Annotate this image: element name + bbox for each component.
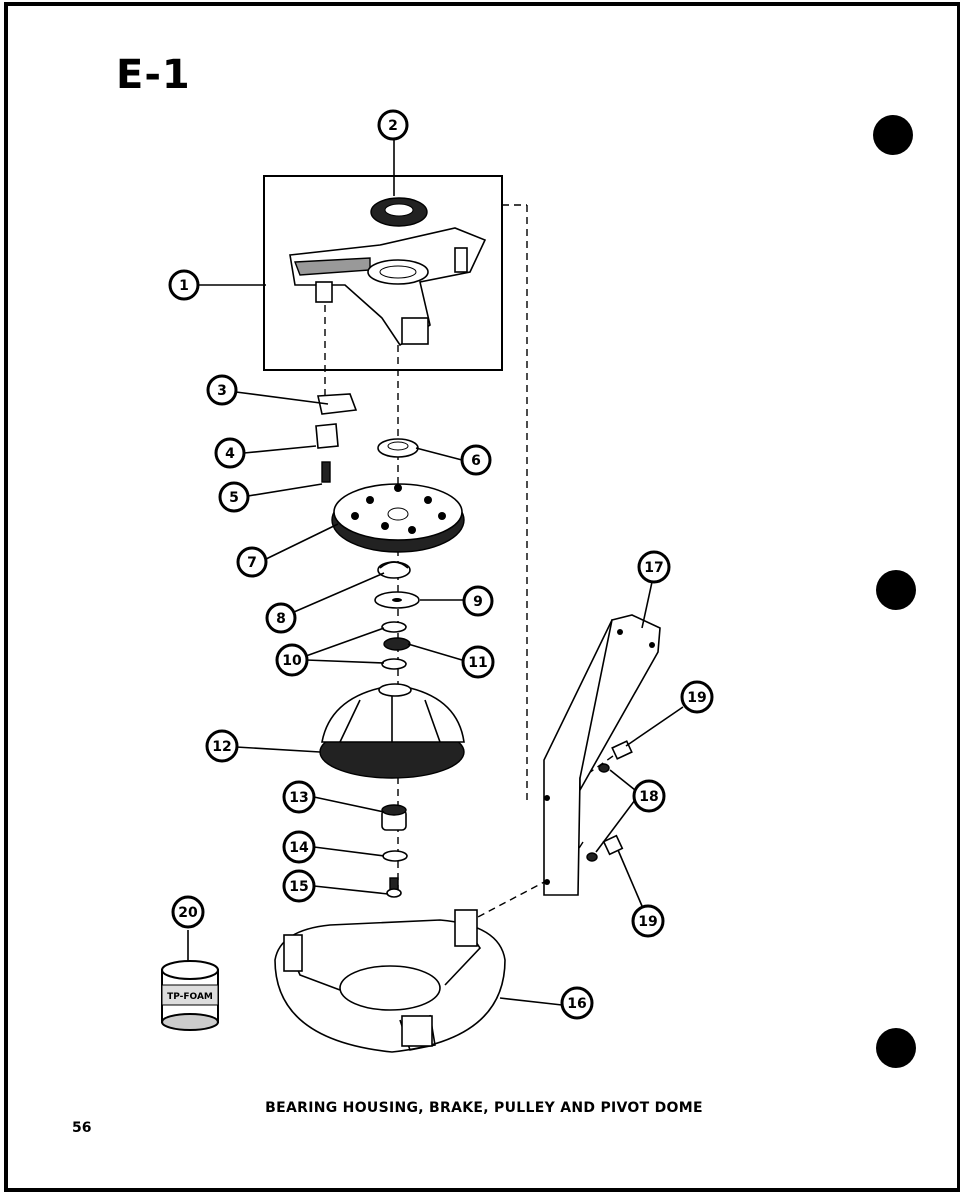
svg-text:5: 5 [229, 490, 239, 506]
svg-text:10: 10 [282, 653, 302, 669]
small-washer-part [382, 850, 408, 862]
callout-18: 18 [632, 779, 666, 813]
callout-2: 2 [377, 109, 409, 141]
seal-part [377, 438, 419, 458]
svg-text:11: 11 [468, 655, 487, 671]
svg-text:9: 9 [473, 594, 483, 610]
bearing-part [370, 197, 428, 227]
callout-14: 14 [282, 830, 316, 864]
callout-12: 12 [205, 729, 239, 763]
svg-text:4: 4 [225, 446, 235, 462]
callout-11: 11 [461, 645, 495, 679]
pivot-dome-part [274, 909, 506, 1053]
brake-drum-part [319, 683, 465, 779]
svg-text:18: 18 [639, 789, 658, 805]
spring-clip-part [377, 561, 411, 579]
callout-5: 5 [218, 481, 250, 513]
screw-part [386, 877, 402, 898]
pivot-arm-part [543, 614, 661, 896]
svg-text:3: 3 [217, 383, 227, 399]
svg-text:2: 2 [388, 118, 398, 134]
callout-1: 1 [168, 269, 200, 301]
callout-19a: 19 [680, 680, 714, 714]
callout-7: 7 [236, 546, 268, 578]
punch-hole-middle [876, 570, 916, 610]
callout-8: 8 [265, 602, 297, 634]
callout-20: 20 [171, 895, 205, 929]
svg-text:13: 13 [289, 790, 308, 806]
svg-text:14: 14 [289, 840, 309, 856]
svg-text:19: 19 [638, 914, 657, 930]
callout-19b: 19 [631, 904, 665, 938]
svg-text:8: 8 [276, 611, 286, 627]
callout-13: 13 [282, 780, 316, 814]
page-number: 56 [72, 1120, 92, 1136]
washer-part [374, 591, 420, 609]
section-code: E-1 [116, 52, 191, 98]
callout-6: 6 [460, 444, 492, 476]
svg-text:1: 1 [179, 278, 189, 294]
figure-caption: BEARING HOUSING, BRAKE, PULLEY AND PIVOT… [265, 1100, 703, 1116]
svg-text:7: 7 [247, 555, 257, 571]
punch-hole-bottom [876, 1028, 916, 1068]
can-label: TP-FOAM [167, 992, 213, 1002]
callout-16: 16 [560, 986, 594, 1020]
pivot-dashed-line-bottom [475, 879, 549, 919]
page-border [4, 2, 960, 1192]
svg-text:17: 17 [644, 560, 663, 576]
brake-bracket-part [315, 393, 358, 483]
bearing-housing-part [289, 227, 487, 347]
small-seals-part [381, 621, 411, 670]
svg-text:15: 15 [289, 879, 308, 895]
svg-text:6: 6 [471, 453, 481, 469]
callout-17: 17 [637, 550, 671, 584]
pulley-part [331, 483, 465, 553]
svg-text:16: 16 [567, 996, 586, 1012]
foam-can-part: TP-FOAM [161, 960, 219, 1031]
callout-9: 9 [462, 585, 494, 617]
callout-15: 15 [282, 869, 316, 903]
callout-10: 10 [275, 643, 309, 677]
bearing-housing-box [263, 175, 503, 371]
svg-text:20: 20 [178, 905, 198, 921]
bushing-part [381, 804, 407, 831]
leader-lines [187, 140, 684, 1006]
punch-hole-top [873, 115, 913, 155]
callout-4: 4 [214, 437, 246, 469]
callout-3: 3 [206, 374, 238, 406]
svg-text:12: 12 [212, 739, 231, 755]
svg-text:19: 19 [687, 690, 706, 706]
